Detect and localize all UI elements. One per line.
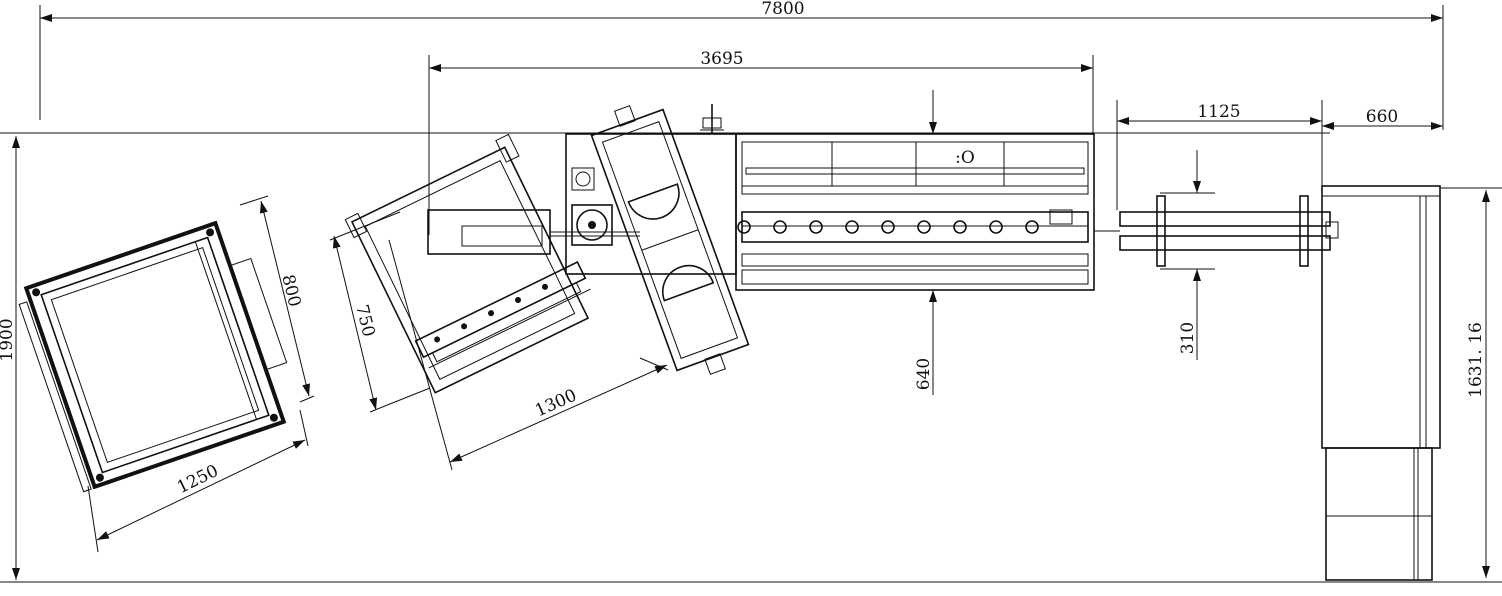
panel-mark: :O	[955, 148, 975, 168]
dimension-conveyor-length: 1125	[1116, 100, 1323, 210]
dimension-overall-height: 1900	[0, 136, 20, 580]
overall-height-label: 1900	[0, 318, 17, 361]
roller-arm	[590, 105, 750, 375]
machine-length-label: 3695	[700, 49, 743, 69]
stacker-width-label: 660	[1366, 107, 1398, 127]
dimension-overall-length: 7800	[40, 0, 1443, 22]
conveyor-length-label: 1125	[1197, 102, 1240, 122]
frame-lines	[0, 5, 1502, 583]
folding-unit	[344, 133, 591, 394]
dimension-conveyor-width: 310	[1178, 150, 1201, 360]
feeder-width-label: 800	[277, 273, 304, 309]
folder-length-label: 1300	[532, 385, 580, 421]
delivery-conveyor	[1094, 192, 1331, 270]
stacker	[1321, 185, 1441, 581]
dimension-stacker-width: 660	[1322, 107, 1443, 130]
folder-width-label: 750	[351, 303, 378, 339]
dimension-stacker-length: 1631. 16	[1440, 187, 1502, 578]
dimension-folder-width: 750	[329, 211, 431, 413]
dimension-machine-length: 3695	[428, 49, 1094, 235]
dimension-center-offset: 640	[914, 90, 937, 395]
feeder-table	[18, 220, 288, 493]
transfer-box	[427, 209, 640, 255]
main-machine-body: :O	[735, 133, 1095, 291]
conveyor-width-label: 310	[1178, 322, 1198, 354]
drive-block	[565, 104, 737, 275]
dimension-feeder-width: 800	[239, 195, 315, 403]
center-offset-label: 640	[914, 358, 934, 390]
stacker-length-label: 1631. 16	[1466, 322, 1486, 398]
feeder-length-label: 1250	[174, 461, 222, 498]
overall-length-label: 7800	[761, 0, 804, 19]
roller-row	[737, 220, 1039, 234]
